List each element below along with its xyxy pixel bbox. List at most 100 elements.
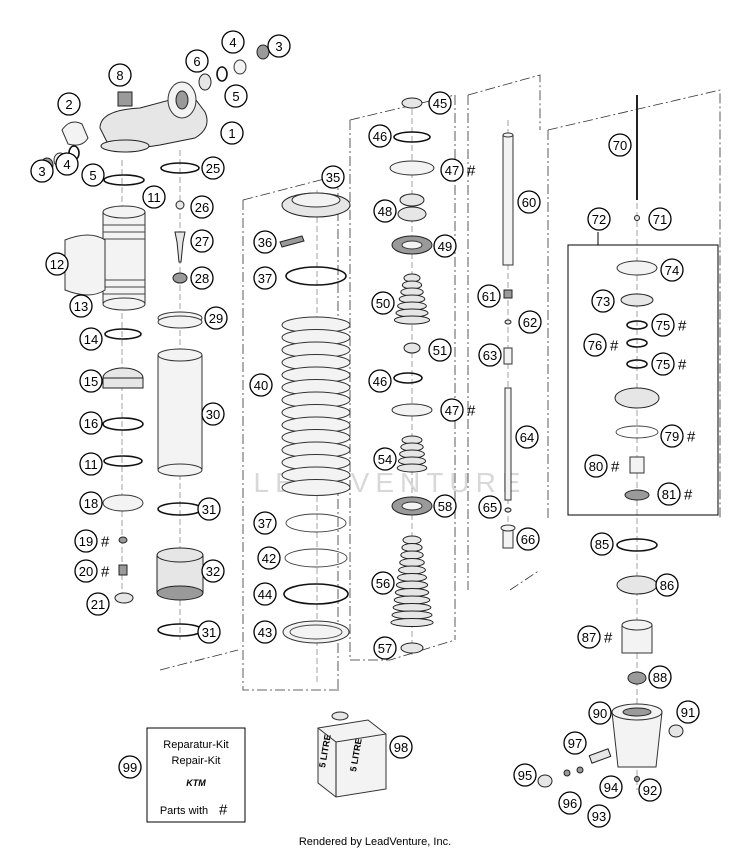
callout-circle (253, 266, 277, 290)
callout-circle (577, 625, 601, 649)
shim (395, 580, 429, 590)
callout-circle (201, 559, 225, 583)
callout-51: 51 (428, 338, 452, 362)
callout-hash: # (604, 630, 613, 647)
callout-number: 91 (681, 705, 695, 720)
callout-65: 65 (478, 495, 502, 519)
callout-number: 12 (50, 257, 64, 272)
callout-circle (267, 34, 291, 58)
callout-number: 94 (604, 780, 618, 795)
callout-circle (433, 494, 457, 518)
callout-61: 61 (477, 284, 501, 308)
callout-number: 47 (445, 163, 459, 178)
callout-63: 63 (478, 343, 502, 367)
callout-number: 25 (206, 161, 220, 176)
callout-2: 2 (57, 92, 81, 116)
callout-circle (518, 310, 542, 334)
kit-line2: Repair-Kit (172, 755, 221, 767)
callout-circle (591, 289, 615, 313)
callout-36: 36 (253, 230, 277, 254)
callout-number: 31 (202, 625, 216, 640)
callout-circle (588, 701, 612, 725)
callout-number: 63 (483, 348, 497, 363)
callout-number: 1 (228, 126, 235, 141)
kit-line1: Reparatur-Kit (163, 739, 228, 751)
callout-circle (599, 775, 623, 799)
callout-number: 5 (89, 168, 96, 183)
callout-15: 15 (79, 369, 103, 393)
callout-47: 47# (440, 398, 476, 422)
callout-circle (563, 731, 587, 755)
callout-3: 3 (267, 34, 291, 58)
callout-number: 79 (665, 429, 679, 444)
callout-circle (516, 527, 540, 551)
callout-number: 31 (202, 502, 216, 517)
callout-number: 95 (518, 768, 532, 783)
callout-number: 28 (195, 271, 209, 286)
callout-number: 37 (258, 271, 272, 286)
shim-stack-mid (396, 435, 428, 473)
callout-number: 21 (91, 597, 105, 612)
callout-number: 70 (613, 138, 627, 153)
callout-56: 56 (371, 571, 395, 595)
callout-circle (440, 398, 464, 422)
callout-11: 11 (79, 452, 103, 476)
shim (394, 588, 430, 597)
kit-hash: # (219, 802, 228, 819)
callout-88: 88 (648, 665, 672, 689)
repair-kit-card: Reparatur-Kit Repair-Kit KTM Parts with … (146, 727, 246, 823)
callout-number: 90 (593, 706, 607, 721)
callout-4: 4 (55, 152, 79, 176)
callout-50: 50 (371, 291, 395, 315)
callout-4: 4 (221, 30, 245, 54)
callout-circle (142, 185, 166, 209)
callout-45: 45 (428, 91, 452, 115)
callout-circle (204, 306, 228, 330)
callout-circle (69, 294, 93, 318)
callout-31: 31 (197, 497, 221, 521)
shim (398, 565, 426, 575)
callout-number: 75 (656, 318, 670, 333)
callout-number: 2 (65, 97, 72, 112)
callout-hash: # (684, 487, 693, 504)
callout-number: 98 (394, 740, 408, 755)
callout-number: 18 (84, 496, 98, 511)
callout-number: 99 (123, 760, 137, 775)
callout-circle (74, 559, 98, 583)
callout-circle (249, 373, 273, 397)
callout-circle (428, 338, 452, 362)
callout-3: 3 (30, 159, 54, 183)
callout-54: 54 (373, 447, 397, 471)
spring-assembly (279, 192, 351, 644)
callout-number: 32 (206, 564, 220, 579)
callout-circle (515, 425, 539, 449)
piston-parts (156, 162, 204, 637)
piston-rod (500, 132, 516, 549)
callout-94: 94 (599, 775, 623, 799)
callout-72: 72 (587, 207, 611, 231)
callout-99: 99 (118, 755, 142, 779)
callout-35: 35 (321, 165, 345, 189)
callout-circle (655, 573, 679, 597)
callout-hash: # (101, 564, 110, 581)
footer-credit: Rendered by LeadVenture, Inc. (298, 836, 452, 848)
shim (400, 550, 424, 560)
kit-parts-with: Parts with (160, 805, 208, 817)
callout-76: 76# (583, 333, 619, 357)
callout-40: 40 (249, 373, 273, 397)
callout-circle (368, 369, 392, 393)
callout-42: 42 (257, 546, 281, 570)
callout-number: 27 (195, 234, 209, 249)
callout-97: 97 (563, 731, 587, 755)
callout-circle (373, 199, 397, 223)
callout-number: 87 (582, 630, 596, 645)
adjuster-assembly (537, 95, 719, 788)
callout-number: 61 (482, 289, 496, 304)
callout-number: 47 (445, 403, 459, 418)
callout-hash: # (611, 459, 620, 476)
reservoir-head (61, 81, 208, 153)
callout-16: 16 (79, 411, 103, 435)
callout-14: 14 (79, 327, 103, 351)
spring-coils (281, 316, 351, 496)
